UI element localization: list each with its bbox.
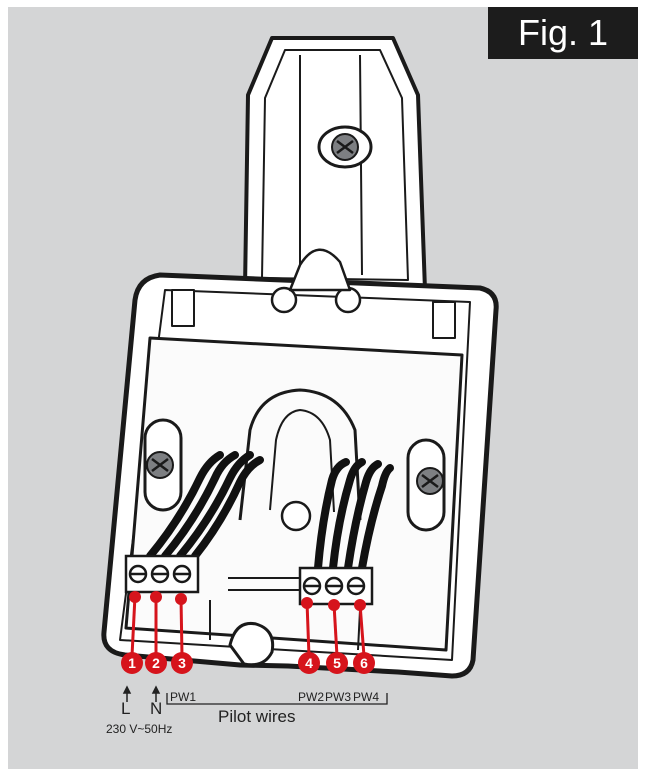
live-label: L: [121, 699, 131, 718]
svg-text:2: 2: [152, 655, 160, 671]
terminal-block-left: [124, 554, 200, 594]
screw-top: [317, 125, 373, 169]
marker-2: 2: [145, 652, 167, 674]
voltage-label: 230 V~50Hz: [106, 722, 173, 736]
svg-text:1: 1: [128, 655, 136, 671]
pw2-label: PW2: [298, 690, 325, 704]
pw3-label: PW3: [325, 690, 352, 704]
pilot-wires-label: Pilot wires: [218, 707, 296, 726]
terminal-block-right: [298, 566, 374, 606]
marker-leaders: [130, 595, 366, 657]
figure-badge: Fig. 1: [488, 7, 638, 59]
pw4-label: PW4: [353, 690, 380, 704]
pilot-wires-bracket: [166, 693, 388, 705]
number-markers: 1 2 3 4 5 6: [121, 652, 375, 674]
svg-text:5: 5: [333, 655, 341, 671]
wires-right: [314, 458, 394, 572]
marker-dots: [129, 591, 366, 611]
pw1-label: PW1: [170, 690, 197, 704]
marker-5: 5: [326, 652, 348, 674]
mounting-plate: [101, 36, 499, 679]
wires-left: [146, 451, 264, 560]
neutral-label: N: [150, 699, 163, 718]
screw-left: [146, 451, 174, 479]
marker-1: 1: [121, 652, 143, 674]
screw-right: [416, 467, 444, 495]
svg-text:4: 4: [305, 655, 313, 671]
marker-3: 3: [171, 652, 193, 674]
svg-text:6: 6: [360, 655, 368, 671]
svg-text:3: 3: [178, 655, 186, 671]
supply-arrows: [122, 685, 161, 702]
marker-4: 4: [298, 652, 320, 674]
marker-6: 6: [353, 652, 375, 674]
screws: [146, 125, 444, 495]
